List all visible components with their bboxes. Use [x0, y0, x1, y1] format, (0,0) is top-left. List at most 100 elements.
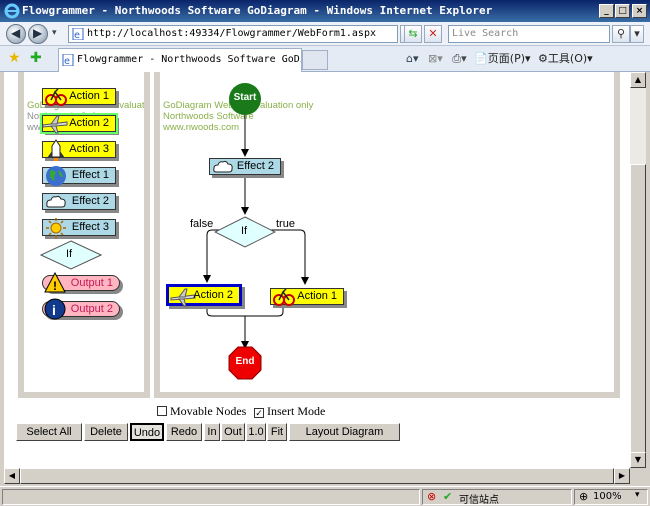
feeds-icon[interactable]: ⊠▾: [428, 52, 443, 65]
movable-nodes-option[interactable]: Movable Nodes: [157, 404, 246, 419]
zoom-in-button[interactable]: In: [204, 423, 220, 441]
true-branch-label: true: [276, 218, 295, 230]
minimize-button[interactable]: _: [599, 4, 614, 18]
history-dropdown-icon[interactable]: ▾: [52, 28, 57, 38]
movable-nodes-label: Movable Nodes: [170, 404, 247, 418]
tab-title: Flowgrammer - Northwoods Software GoDiag…: [77, 54, 301, 65]
page-icon: e: [62, 54, 74, 66]
palette-item-if[interactable]: If: [40, 240, 102, 270]
stop-button[interactable]: ✕: [424, 25, 442, 43]
security-zone-segment[interactable]: ⊗ ✔ 可信站点: [422, 489, 572, 506]
palette-item-label: Action 3: [69, 143, 109, 155]
search-input[interactable]: Live Search: [448, 25, 610, 43]
search-placeholder: Live Search: [452, 28, 519, 39]
scroll-down-icon[interactable]: ▼: [630, 452, 646, 468]
diagram-node-if[interactable]: If: [213, 216, 277, 248]
page-icon: e: [72, 28, 84, 40]
page-menu[interactable]: 📄页面(P)▾: [474, 52, 531, 65]
watermark-line1: GoDiagram Web for evaluation only: [27, 100, 144, 111]
palette-item-label: Output 1: [70, 277, 113, 289]
scroll-up-icon[interactable]: ▲: [630, 72, 646, 88]
status-text-segment: [2, 489, 420, 505]
palette[interactable]: GoDiagram Web for evaluation only Northw…: [24, 72, 144, 392]
space-shuttle-icon: [47, 139, 65, 161]
search-icon: ⚲: [616, 27, 626, 40]
airplane-icon: [170, 288, 196, 307]
layout-diagram-button[interactable]: Layout Diagram: [289, 423, 400, 441]
horizontal-scrollbar[interactable]: ◀ ▶: [4, 468, 630, 484]
print-icon[interactable]: ⎙▾: [452, 52, 467, 65]
tab-active[interactable]: e Flowgrammer - Northwoods Software GoDi…: [58, 48, 302, 72]
new-tab-button[interactable]: [302, 50, 328, 70]
palette-item-action-2[interactable]: Action 2: [40, 113, 118, 134]
diagram-canvas[interactable]: GoDiagram Web for evaluation only Northw…: [160, 72, 614, 392]
zoom-reset-button[interactable]: 1.0: [246, 423, 266, 441]
close-window-button[interactable]: ×: [632, 4, 647, 18]
palette-item-output-1[interactable]: ! Output 1: [42, 272, 120, 293]
insert-mode-checkbox[interactable]: ✓: [254, 408, 264, 418]
end-node[interactable]: End: [228, 346, 262, 380]
diagram-node-action-1[interactable]: Action 1: [270, 288, 344, 306]
zoom-control[interactable]: ⊕ 100% ▾: [574, 489, 648, 505]
vertical-scrollbar[interactable]: ▲ ▼: [630, 72, 646, 468]
maximize-button[interactable]: □: [615, 4, 630, 18]
false-branch-label: false: [190, 218, 214, 230]
tools-menu[interactable]: ⚙工具(O)▾: [538, 52, 593, 65]
undo-button[interactable]: Undo: [130, 423, 164, 441]
palette-item-action-3[interactable]: Action 3: [42, 139, 116, 161]
bicycle-icon: [273, 288, 295, 306]
back-button[interactable]: ◀: [6, 24, 26, 44]
horizontal-scroll-thumb[interactable]: [20, 468, 614, 484]
palette-item-effect-1[interactable]: Effect 1: [42, 166, 116, 186]
diagram-node-action-2[interactable]: Action 2: [166, 284, 242, 307]
address-input[interactable]: e http://localhost:49334/Flowgrammer/Web…: [68, 25, 398, 43]
tab-row: ★ ✚ e Flowgrammer - Northwoods Software …: [0, 46, 650, 72]
forward-arrow-icon: ▶: [33, 26, 43, 40]
svg-text:i: i: [52, 302, 56, 318]
palette-item-output-2[interactable]: i Output 2: [42, 298, 120, 320]
diagram-node-effect[interactable]: Effect 2: [209, 158, 281, 175]
diagram-node-label: Action 1: [297, 290, 337, 302]
link-if-false: [203, 229, 226, 283]
movable-nodes-checkbox[interactable]: [157, 406, 167, 416]
redo-button[interactable]: Redo: [166, 423, 202, 441]
home-icon[interactable]: ⌂▾: [406, 52, 419, 65]
search-options-button[interactable]: ▾: [630, 25, 644, 43]
link-if-true: [264, 229, 309, 285]
fit-button[interactable]: Fit: [267, 423, 287, 441]
insert-mode-label: Insert Mode: [267, 404, 326, 418]
info-icon: i: [44, 298, 66, 320]
watermark-line2: Northwoods Software: [163, 111, 254, 122]
bicycle-icon: [45, 88, 67, 106]
favorites-star-icon[interactable]: ★: [8, 50, 21, 66]
checkmark-icon: ✔: [443, 490, 453, 503]
back-arrow-icon: ◀: [11, 26, 21, 40]
palette-item-effect-2[interactable]: Effect 2: [42, 193, 116, 210]
scroll-right-icon[interactable]: ▶: [614, 468, 630, 484]
forward-button[interactable]: ▶: [28, 24, 48, 44]
end-node-label: End: [235, 356, 255, 367]
palette-item-label: Output 2: [70, 303, 113, 315]
palette-item-label: Effect 3: [71, 221, 109, 233]
palette-item-label: Effect 2: [71, 195, 109, 207]
zoom-out-button[interactable]: Out: [221, 423, 245, 441]
palette-item-effect-3[interactable]: Effect 3: [42, 218, 116, 238]
select-all-button[interactable]: Select All: [16, 423, 82, 441]
sun-icon: [46, 218, 66, 238]
link-merge: [206, 306, 284, 317]
title-bar: Flowgrammer - Northwoods Software GoDiag…: [0, 0, 650, 22]
palette-item-label: Action 1: [69, 90, 109, 102]
add-favorite-icon[interactable]: ✚: [30, 50, 42, 66]
scroll-left-icon[interactable]: ◀: [4, 468, 20, 484]
airplane-icon: [42, 115, 68, 134]
vertical-scroll-thumb[interactable]: [630, 164, 646, 460]
palette-item-action-1[interactable]: Action 1: [42, 88, 116, 106]
search-button[interactable]: ⚲: [612, 25, 630, 43]
delete-button[interactable]: Delete: [84, 423, 128, 441]
start-node[interactable]: Start: [228, 82, 262, 116]
zoom-icon: ⊕: [579, 490, 589, 503]
refresh-button[interactable]: ⇆: [404, 25, 422, 43]
diagram-node-label: Action 2: [193, 289, 233, 301]
start-node-label: Start: [233, 92, 257, 103]
insert-mode-option[interactable]: ✓Insert Mode: [254, 404, 325, 419]
